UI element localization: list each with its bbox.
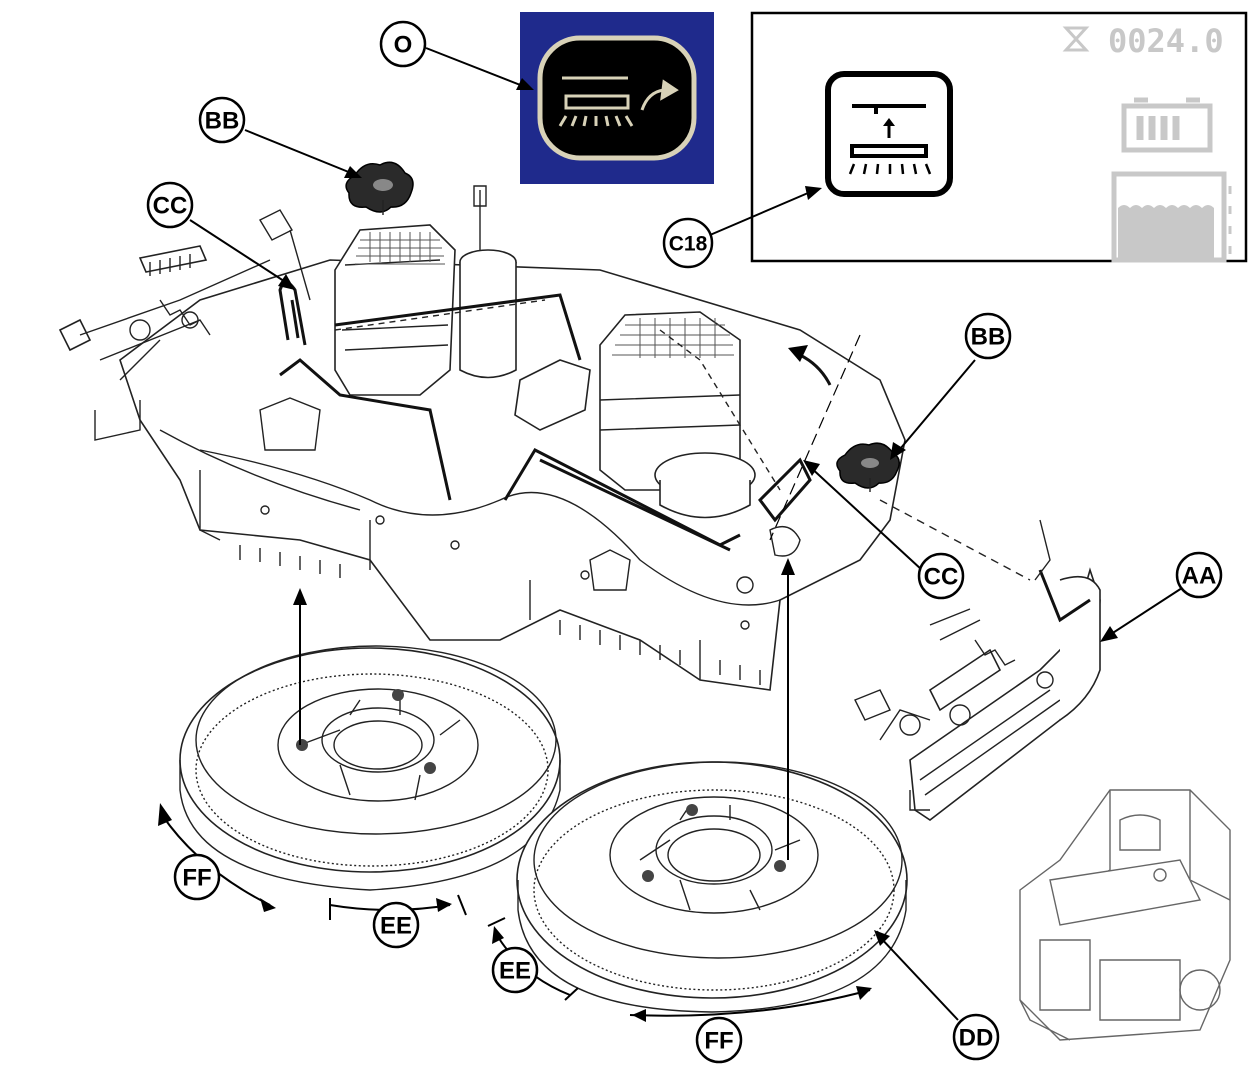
install-arrows [293,558,795,860]
callout-ff-left: FF [173,853,221,901]
svg-text:BB: BB [971,324,1006,351]
callout-ee-right: EE [491,946,539,994]
callout-ff-right: FF [695,1016,743,1064]
svg-text:EE: EE [499,958,531,985]
callout-bb-right: BB [964,312,1012,360]
svg-text:FF: FF [182,865,211,892]
svg-text:FF: FF [704,1028,733,1055]
svg-text:CC: CC [924,564,959,591]
scrubber-machine-thumbnail [1019,789,1231,1041]
callout-o: O [379,20,427,68]
tank-level-icon [1111,171,1232,263]
callout-cc-right: CC [917,552,965,600]
callout-c18: C18 [662,217,714,269]
brush-lift-icon [825,71,953,197]
lcd-display-inset: 0024.0 [750,11,1248,263]
callout-dd: DD [952,1013,1000,1061]
callout-cc-left: CC [146,181,194,229]
right-knob [836,442,900,492]
svg-text:EE: EE [380,913,412,940]
svg-text:BB: BB [205,108,240,135]
svg-text:C18: C18 [669,233,708,256]
svg-text:CC: CC [153,193,188,220]
rotation-arrow-icon [799,353,832,386]
brush-raise-icon [558,76,679,127]
left-knob [345,161,414,215]
right-brush [516,761,908,1013]
leader-lines [189,47,1183,1021]
svg-text:DD: DD [959,1025,994,1052]
callout-ee-left: EE [372,901,420,949]
squeegee-assembly [854,519,1101,821]
left-pedal-linkage [58,209,311,441]
callout-bb-left: BB [198,96,246,144]
callout-aa: AA [1175,551,1223,599]
left-brush-motor [334,185,591,431]
hour-meter-value: 0024.0 [1108,22,1224,60]
left-brush [179,645,561,891]
svg-text:AA: AA [1182,563,1217,590]
battery-icon [1121,97,1213,153]
hourglass-icon [1062,26,1090,52]
svg-text:O: O [394,32,413,59]
right-brush-motor [599,311,801,557]
brush-button-inset [520,12,714,184]
lift-linkage-rods [279,293,812,552]
